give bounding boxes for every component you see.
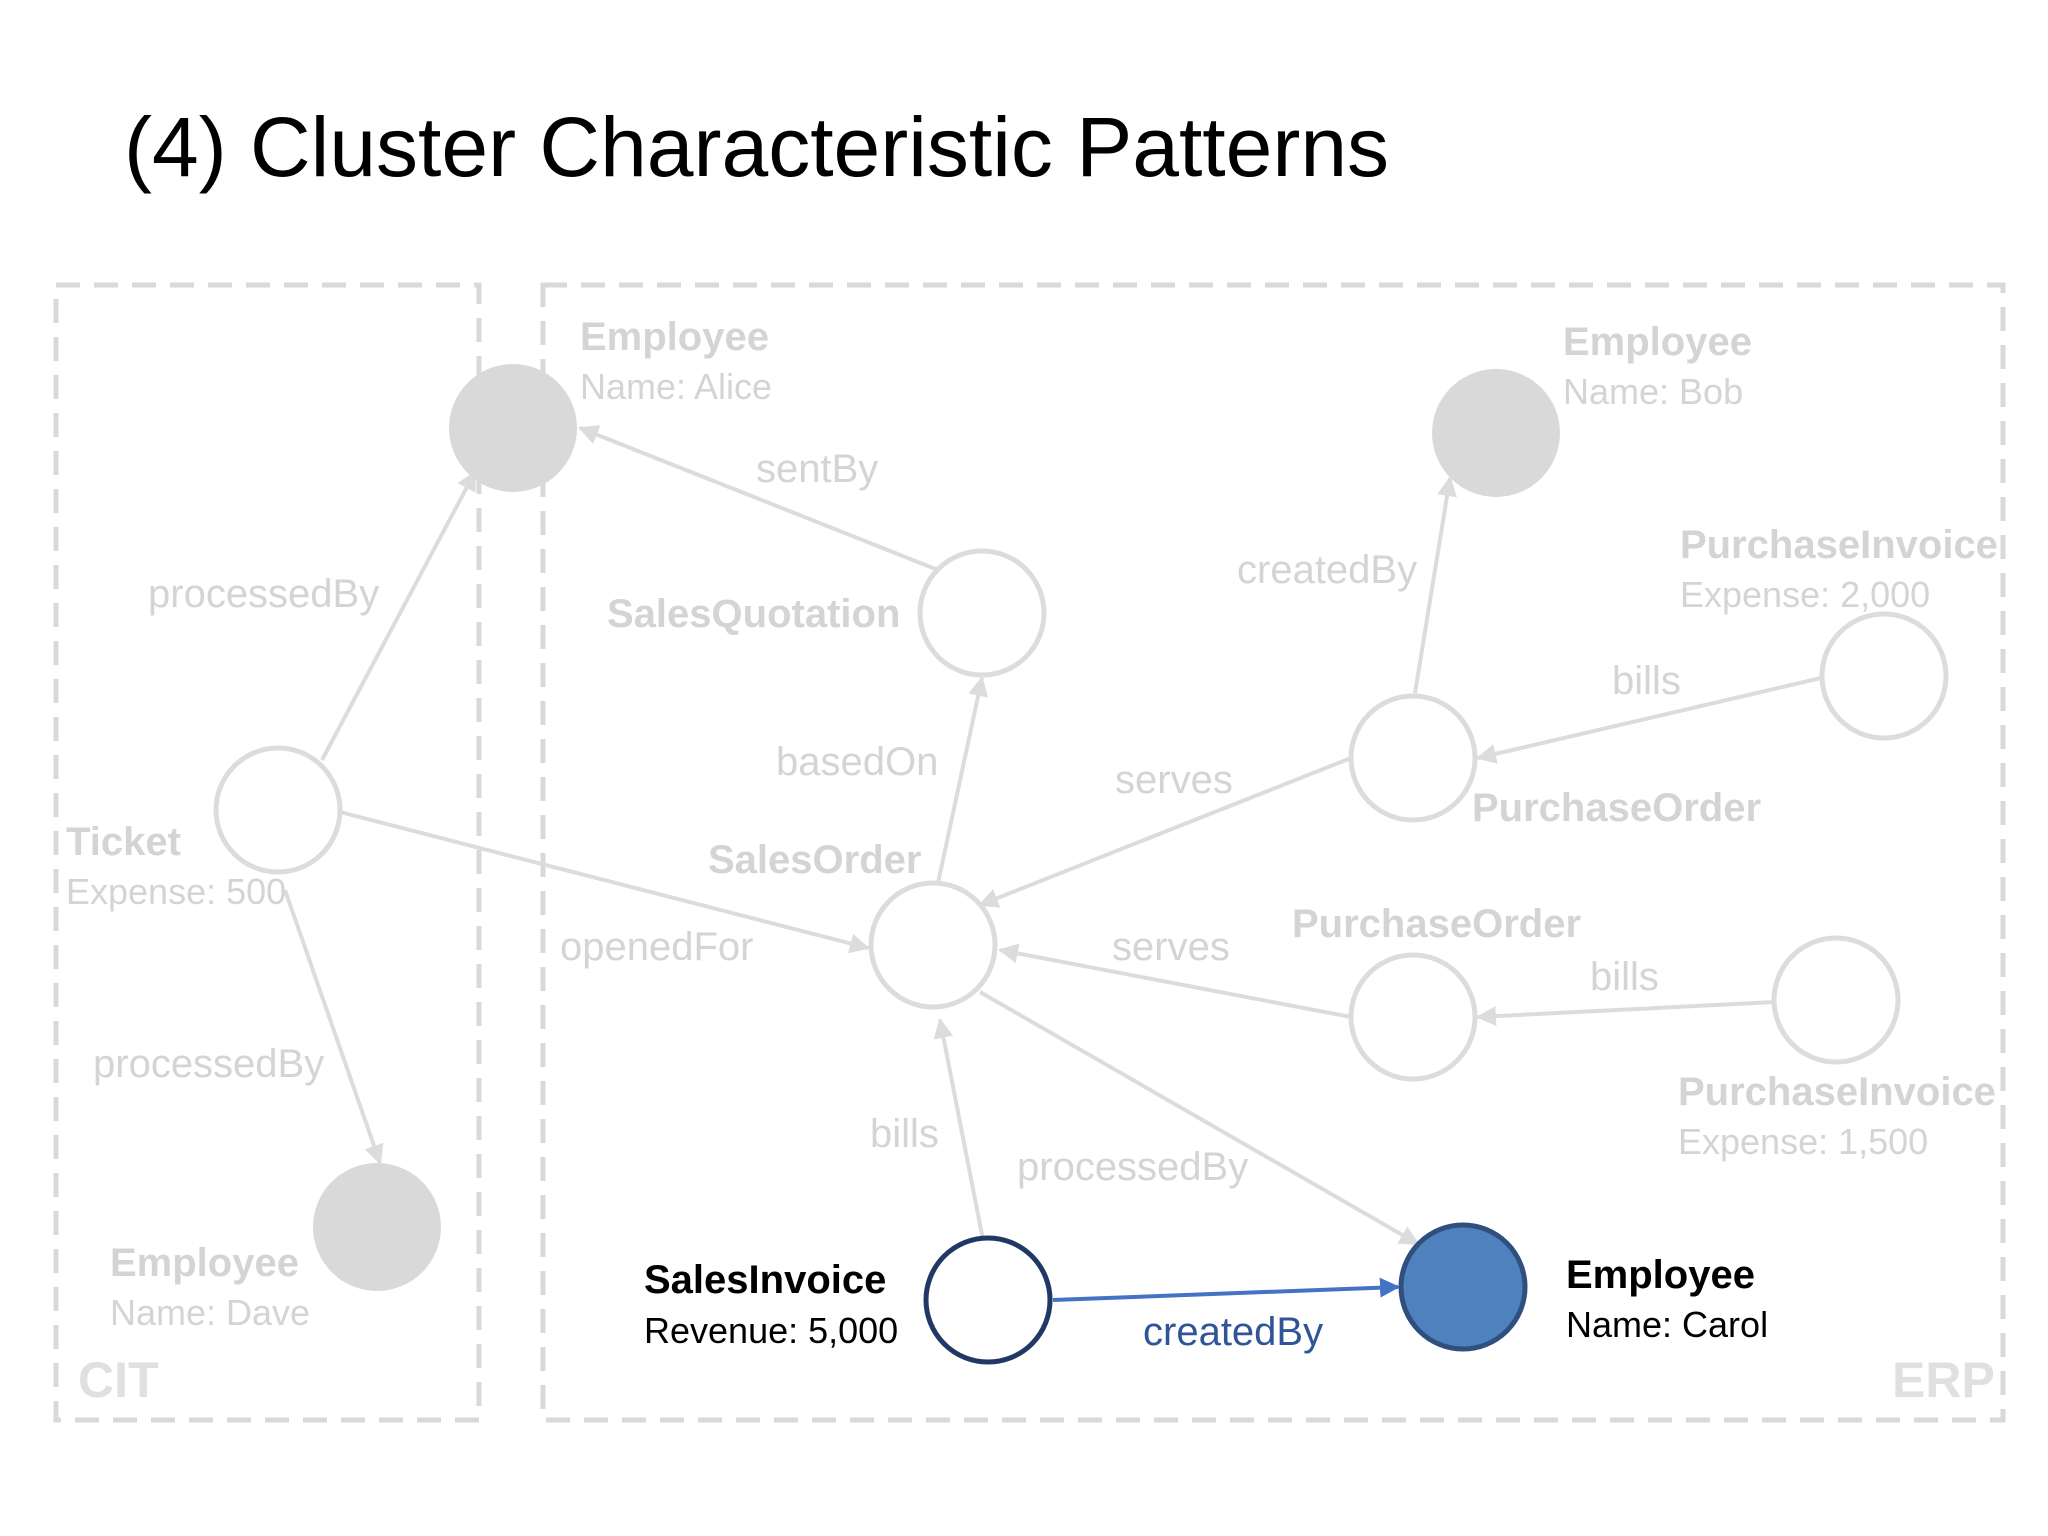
alice-name: Name: Alice	[580, 366, 772, 407]
node-sales-invoice[interactable]	[923, 1235, 1053, 1365]
node-purchase-order-bottom[interactable]	[1348, 952, 1478, 1082]
edge-label-ticket-order: openedFor	[560, 925, 753, 969]
edge-potop-createdby-bob	[1413, 476, 1457, 694]
dave-title: Employee	[110, 1241, 299, 1285]
edge-label-quotation-alice: sentBy	[756, 447, 878, 491]
edge-label-ticket-dave: processedBy	[93, 1042, 324, 1086]
edge-label-pitop-potop: bills	[1612, 659, 1681, 703]
sales-invoice-revenue: Revenue: 5,000	[644, 1310, 898, 1351]
node-purchase-invoice-bottom[interactable]	[1771, 935, 1901, 1065]
cit-region-label: CIT	[78, 1352, 159, 1408]
node-purchase-order-top[interactable]	[1348, 693, 1478, 823]
bob-name: Name: Bob	[1563, 371, 1743, 412]
sales-invoice-title: SalesInvoice	[644, 1258, 886, 1302]
node-employee-dave[interactable]	[313, 1163, 441, 1291]
ticket-expense: Expense: 500	[66, 871, 286, 912]
alice-title: Employee	[580, 315, 769, 359]
purchase-invoice-top-title: PurchaseInvoice	[1680, 523, 1998, 567]
sales-quotation-label: SalesQuotation	[607, 592, 900, 636]
edge-label-order-carol: processedBy	[1017, 1145, 1248, 1189]
edge-label-invoice-carol: createdBy	[1143, 1310, 1323, 1354]
purchase-invoice-bottom-expense: Expense: 1,500	[1678, 1121, 1928, 1162]
edge-pitop-bills-potop	[1476, 676, 1822, 764]
edge-label-pobottom-order: serves	[1112, 925, 1230, 969]
purchase-invoice-top-expense: Expense: 2,000	[1680, 574, 1930, 615]
edge-invoice-bills-order	[933, 1018, 985, 1241]
edge-quotation-sentby-alice	[578, 425, 939, 572]
edge-invoice-createdby-carol	[1052, 1277, 1400, 1302]
node-purchase-invoice-top[interactable]	[1819, 611, 1949, 741]
edge-label-ticket-alice: processedBy	[148, 572, 379, 616]
node-ticket[interactable]	[213, 745, 343, 875]
sales-order-label: SalesOrder	[708, 838, 921, 882]
slide-title: (4) Cluster Characteristic Patterns	[124, 100, 1389, 194]
ticket-title: Ticket	[66, 820, 181, 864]
purchase-order-top-label: PurchaseOrder	[1472, 786, 1761, 830]
edge-ticket-processedby-alice	[320, 470, 477, 761]
edge-ticket-processedby-dave	[283, 889, 384, 1165]
edge-order-processedby-carol	[979, 990, 1420, 1246]
edge-pibottom-bills-pobottom	[1476, 1000, 1776, 1027]
edge-label-order-quotation: basedOn	[776, 740, 938, 784]
carol-name: Name: Carol	[1566, 1304, 1768, 1345]
erp-region-label: ERP	[1892, 1352, 1995, 1408]
edge-label-pibottom-pobottom: bills	[1590, 955, 1659, 999]
edge-ticket-openedfor-order	[339, 810, 870, 954]
purchase-order-bottom-label: PurchaseOrder	[1292, 902, 1581, 946]
erp-region-box	[540, 282, 2006, 1423]
edge-pobottom-serves-order	[998, 943, 1352, 1019]
dave-name: Name: Dave	[110, 1292, 310, 1333]
carol-title: Employee	[1566, 1253, 1755, 1297]
node-employee-carol[interactable]	[1398, 1222, 1528, 1352]
node-employee-bob[interactable]	[1432, 369, 1560, 497]
bob-title: Employee	[1563, 320, 1752, 364]
edge-label-invoice-order: bills	[870, 1112, 939, 1156]
node-employee-alice[interactable]	[449, 364, 577, 492]
purchase-invoice-bottom-title: PurchaseInvoice	[1678, 1070, 1996, 1114]
edge-potop-serves-order	[978, 756, 1352, 908]
edge-label-potop-bob: createdBy	[1237, 548, 1417, 592]
edge-label-potop-order: serves	[1115, 758, 1233, 802]
cit-region-box	[53, 282, 482, 1423]
edge-order-basedon-quotation	[936, 676, 988, 884]
node-sales-order[interactable]	[868, 880, 998, 1010]
node-sales-quotation[interactable]	[917, 548, 1047, 678]
